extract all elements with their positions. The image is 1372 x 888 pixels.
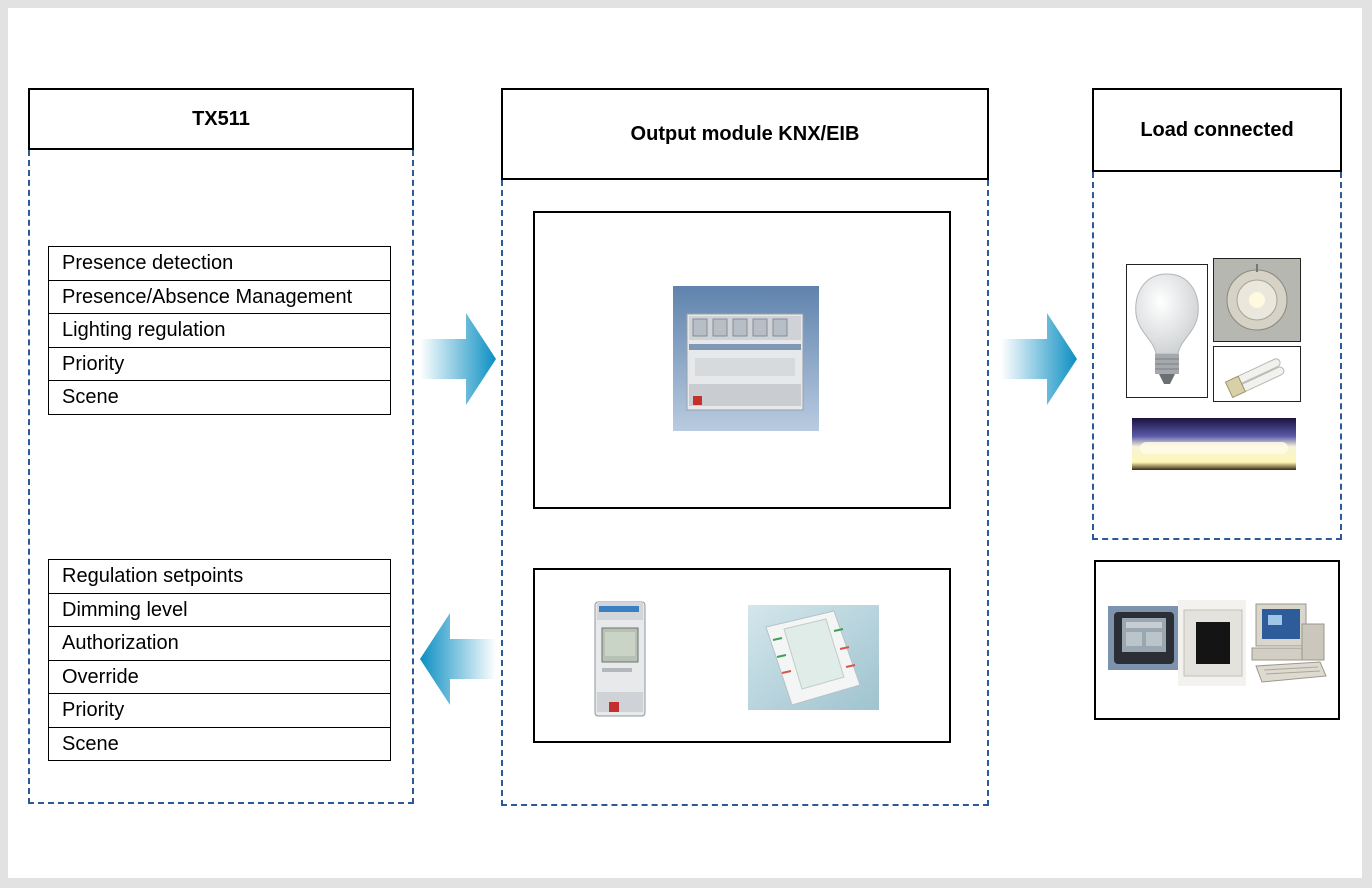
push-button-panel-image — [748, 605, 879, 710]
output-module-dashed-panel — [501, 180, 989, 806]
tx511-input-list: Presence detection Presence/Absence Mana… — [48, 246, 391, 415]
list-item: Authorization — [49, 627, 390, 661]
load-dashed-panel — [1092, 172, 1342, 540]
list-item: Scene — [49, 728, 390, 761]
list-item: Priority — [49, 694, 390, 728]
computer-image — [1246, 598, 1330, 688]
tx511-title-box: TX511 — [28, 88, 414, 150]
din-rail-timer-image — [594, 601, 646, 717]
list-item: Presence/Absence Management — [49, 281, 390, 314]
load-title: Load connected — [1140, 118, 1294, 141]
output-module-title-box: Output module KNX/EIB — [501, 88, 989, 180]
arrow-right-icon — [1001, 313, 1077, 405]
touch-panel-image — [1108, 606, 1180, 670]
list-item: Regulation setpoints — [49, 560, 390, 594]
tx511-title: TX511 — [192, 107, 250, 130]
output-module-title: Output module KNX/EIB — [630, 122, 860, 145]
list-item: Scene — [49, 381, 390, 415]
halogen-spot-image — [1213, 258, 1301, 342]
list-item: Priority — [49, 348, 390, 381]
load-title-box: Load connected — [1092, 88, 1342, 172]
arrow-left-icon — [420, 613, 496, 705]
list-item: Dimming level — [49, 594, 390, 627]
arrow-right-icon — [420, 313, 496, 405]
tx511-output-list: Regulation setpoints Dimming level Autho… — [48, 559, 391, 761]
incandescent-bulb-image — [1126, 264, 1208, 398]
fluorescent-tube-image — [1132, 418, 1296, 470]
list-item: Lighting regulation — [49, 314, 390, 348]
din-rail-actuator-image — [673, 286, 819, 431]
room-controller-image — [1178, 600, 1248, 686]
tx511-dashed-panel — [28, 150, 414, 804]
list-item: Presence detection — [49, 247, 390, 281]
diagram-canvas: TX511 Presence detection Presence/Absenc… — [8, 8, 1362, 878]
compact-fluorescent-image — [1213, 346, 1301, 402]
list-item: Override — [49, 661, 390, 694]
